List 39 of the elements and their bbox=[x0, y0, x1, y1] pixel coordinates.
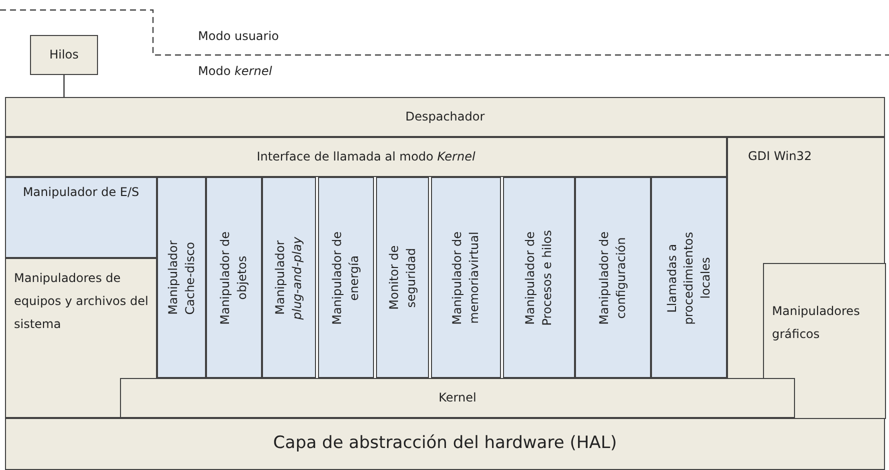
node-label: Manipulador de objetos bbox=[217, 230, 250, 326]
kernel-layer bbox=[120, 378, 795, 418]
manager-column bbox=[262, 177, 316, 378]
io-manager-box bbox=[5, 177, 157, 258]
interface-layer bbox=[5, 137, 727, 177]
manager-column bbox=[157, 177, 206, 378]
node-label: Manipuladores de equipos y archivos del sistema bbox=[14, 270, 150, 333]
node-label: Manipulador de configuración bbox=[596, 230, 629, 326]
manager-column bbox=[206, 177, 262, 378]
node-label: Capa de abstracción del hardware (HAL) bbox=[273, 432, 617, 456]
node-label: Manipulador Cache-disco bbox=[164, 239, 198, 317]
manager-column bbox=[376, 177, 429, 378]
hal-layer bbox=[5, 418, 885, 470]
node-label: Despachador bbox=[405, 108, 485, 126]
manager-column bbox=[651, 177, 727, 378]
node-label: Manipulador plug-and-play bbox=[272, 235, 305, 322]
graphics-driver-box bbox=[763, 263, 886, 419]
thread-box bbox=[30, 35, 98, 75]
node-label: Manipulador de memoriavirtual bbox=[449, 230, 482, 326]
manager-column bbox=[503, 177, 575, 378]
dispatcher-layer bbox=[5, 97, 885, 137]
node-label: GDI Win32 bbox=[748, 148, 812, 165]
manager-column bbox=[575, 177, 651, 378]
file-system-box bbox=[5, 258, 157, 418]
node-label: Manipuladores gráficos bbox=[772, 303, 861, 343]
gdi-panel bbox=[727, 137, 885, 418]
mode-label: Modo kernel bbox=[198, 63, 272, 80]
node-label: Hilos bbox=[49, 46, 79, 64]
node-label: Monitor de seguridad bbox=[386, 244, 418, 312]
node-label: Interface de llamada al modo Kernel bbox=[256, 148, 476, 166]
node-label: Kernel bbox=[438, 390, 476, 406]
connector-line bbox=[63, 75, 65, 97]
node-label: Manipulador de E/S bbox=[22, 184, 140, 201]
manager-column bbox=[431, 177, 501, 378]
manager-column bbox=[318, 177, 374, 378]
node-label: Llamadas a procedimientos locales bbox=[664, 230, 714, 326]
node-label: Manipulador de energía bbox=[329, 230, 362, 326]
node-label: Manipulador de Procesos e hilos bbox=[522, 228, 555, 328]
mode-label: Modo usuario bbox=[198, 28, 279, 45]
